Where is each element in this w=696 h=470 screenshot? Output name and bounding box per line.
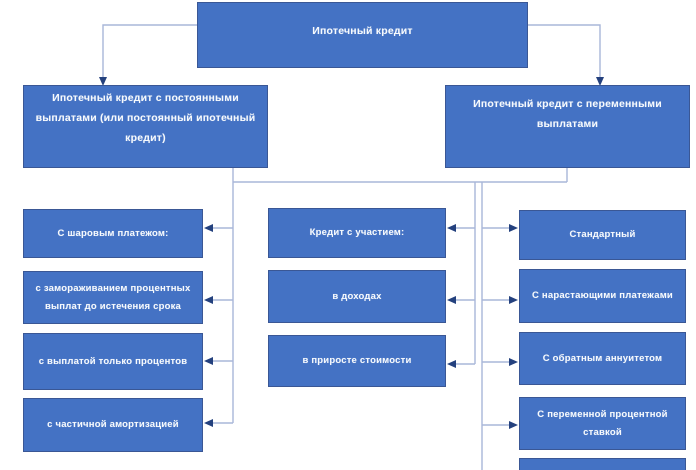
arrowhead-left-icon bbox=[204, 296, 213, 304]
box-participation-in-value-growth: в приросте стоимости bbox=[268, 335, 446, 387]
box-label: С шаровым платежом: bbox=[57, 227, 169, 239]
box-variable-payments-branch: Ипотечный кредит с переменными выплатами bbox=[445, 85, 690, 168]
box-variable-item-graduated-payments: С нарастающими платежами bbox=[519, 269, 686, 323]
arrowhead-right-icon bbox=[509, 224, 518, 232]
box-variable-item-adjustable-rate: С переменной процентной ставкой bbox=[519, 397, 686, 450]
arrowhead-left-icon bbox=[447, 224, 456, 232]
connector-middle-trunk bbox=[447, 182, 476, 368]
connector-line bbox=[102, 24, 197, 78]
connector-left-trunk bbox=[204, 182, 234, 427]
box-variable-item-standard: Стандартный bbox=[519, 210, 686, 260]
box-constant-payments-branch: Ипотечный кредит с постоянными выплатами… bbox=[23, 85, 268, 168]
box-participation-credit: Кредит с участием: bbox=[268, 208, 446, 258]
box-variable-item-cropped bbox=[519, 458, 686, 470]
connector-root-to-constant-branch bbox=[99, 24, 197, 86]
arrowhead-right-icon bbox=[509, 296, 518, 304]
box-label: С переменной процентной ставкой bbox=[537, 408, 668, 438]
connector-right-trunk bbox=[481, 182, 518, 470]
box-participation-in-income: в доходах bbox=[268, 270, 446, 323]
connector-root-to-variable-branch bbox=[528, 24, 604, 86]
box-label: в приросте стоимости bbox=[302, 355, 412, 366]
box-label: С нарастающими платежами bbox=[532, 290, 673, 301]
arrowhead-left-icon bbox=[447, 296, 456, 304]
box-label: Стандартный bbox=[569, 229, 636, 240]
box-variable-item-reverse-annuity: С обратным аннуитетом bbox=[519, 332, 686, 385]
box-label: Ипотечный кредит с переменными выплатами bbox=[473, 97, 662, 130]
box-label: с частичной амортизацией bbox=[47, 419, 179, 430]
arrowhead-left-icon bbox=[204, 357, 213, 365]
box-constant-item-interest-only: с выплатой только процентов bbox=[23, 333, 203, 390]
arrowhead-left-icon bbox=[204, 224, 213, 232]
box-constant-item-frozen-interest: с замораживанием процентных выплат до ис… bbox=[23, 271, 203, 324]
connector-line bbox=[528, 24, 601, 78]
arrowhead-down-icon bbox=[99, 77, 107, 86]
connector-bus bbox=[232, 168, 568, 183]
box-label: Ипотечный кредит bbox=[312, 25, 413, 37]
arrowhead-left-icon bbox=[447, 360, 456, 368]
box-label: Кредит с участием: bbox=[309, 227, 405, 238]
box-label: с замораживанием процентных выплат до ис… bbox=[35, 282, 191, 312]
box-constant-item-balloon-payment: С шаровым платежом: bbox=[23, 209, 203, 258]
box-label: с выплатой только процентов bbox=[38, 355, 188, 367]
box-label: в доходах bbox=[332, 290, 382, 302]
box-label: Ипотечный кредит с постоянными выплатами… bbox=[35, 91, 256, 144]
arrowhead-left-icon bbox=[204, 419, 213, 427]
arrowhead-down-icon bbox=[596, 77, 604, 86]
box-constant-item-partial-amortization: с частичной амортизацией bbox=[23, 398, 203, 452]
box-label: С обратным аннуитетом bbox=[542, 352, 663, 364]
arrowhead-right-icon bbox=[509, 421, 518, 429]
arrowhead-right-icon bbox=[509, 358, 518, 366]
box-mortgage-credit-root: Ипотечный кредит bbox=[197, 2, 528, 68]
